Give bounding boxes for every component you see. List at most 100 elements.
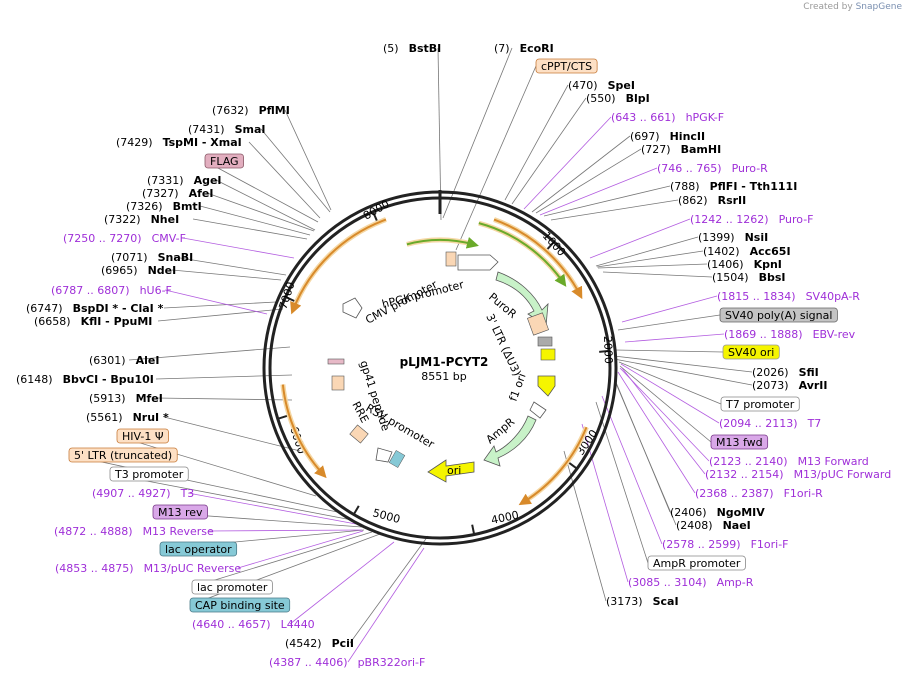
label-3-ltr: 3' LTR (ΔU3) <box>483 312 523 378</box>
feature-label-box <box>68 447 178 463</box>
scale-tick-label: 4000 <box>490 508 520 527</box>
leader-line <box>187 492 357 525</box>
label-scai: (3173)ScaI <box>606 595 679 608</box>
position-text: (5) <box>383 42 399 55</box>
label-snabi: (7071)SnaBI <box>111 251 193 264</box>
scale-tick <box>568 461 578 470</box>
name-text: AfeI <box>189 187 214 200</box>
leader-line <box>163 416 301 452</box>
label-puro-r: (746 .. 765)Puro-R <box>657 162 768 175</box>
leader-line <box>237 530 364 569</box>
ori-arrow <box>427 459 475 483</box>
label-m13-fwd: M13 fwd <box>710 434 769 450</box>
label-t3: (4907 .. 4927)T3 <box>92 487 194 500</box>
position-text: (2073) <box>752 379 789 392</box>
feature-label-text: SV40 ori <box>728 346 774 359</box>
label-avrii: (2073)AvrII <box>752 379 827 392</box>
name-text: AleI <box>136 354 160 367</box>
ampr-arrow <box>483 415 537 467</box>
name-text: Acc65I <box>750 245 791 258</box>
position-text: (6301) <box>89 354 126 367</box>
leader-line <box>613 358 753 386</box>
position-text: (7632) <box>212 104 249 117</box>
position-text: (788) <box>670 180 700 193</box>
label-kfli-ppumi: (6658)KflI - PpuMI <box>34 315 152 328</box>
name-text: EcoRI <box>520 42 554 55</box>
label-ngomiv: (2406)NgoMIV <box>670 506 765 519</box>
label-t3-promoter: T3 promoter <box>109 466 189 482</box>
name-text: HincII <box>670 130 706 143</box>
leader-line <box>284 109 332 211</box>
label-acc65i: (1402)Acc65I <box>703 245 791 258</box>
feature-label-text: T3 promoter <box>114 468 184 481</box>
leader-line <box>215 179 316 231</box>
name-text: NgoMIV <box>717 506 766 519</box>
feature-label-box <box>720 396 800 412</box>
leader-line <box>191 531 373 588</box>
leader-line <box>157 308 284 322</box>
label-kpni: (1406)KpnI <box>707 258 782 271</box>
label-cppt-cts: cPPT/CTS <box>535 58 598 74</box>
scale-tick <box>599 349 610 353</box>
position-text: (1504) <box>712 271 749 284</box>
leader-line <box>523 116 612 210</box>
feature-label-box <box>710 434 769 450</box>
name-text: NsiI <box>745 231 769 244</box>
name-text: M13/pUC Reverse <box>144 562 242 575</box>
position-text: (1815 .. 1834) <box>717 290 796 303</box>
label-spei: (470)SpeI <box>568 79 635 92</box>
name-text: BstBI <box>409 42 442 55</box>
name-text: AgeI <box>194 174 222 187</box>
position-text: (7327) <box>142 187 179 200</box>
leader-line <box>596 250 704 268</box>
position-text: (7431) <box>188 123 225 136</box>
label-ndei: (6965)NdeI <box>101 264 176 277</box>
position-text: (3085 .. 3104) <box>628 576 707 589</box>
ampr-orange-arc <box>518 426 588 506</box>
label-nhei: (7322)NheI <box>104 213 179 226</box>
name-text: M13 Reverse <box>143 525 214 538</box>
name-text: ScaI <box>653 595 679 608</box>
inner-glyphs <box>327 251 556 483</box>
label-rsrii: (862)RsrII <box>678 194 746 207</box>
label-t7: (2094 .. 2113)T7 <box>719 417 821 430</box>
leader-line <box>624 333 725 343</box>
position-text: (697) <box>630 130 660 143</box>
name-text: PciI <box>332 637 354 650</box>
feature-label-box <box>109 466 189 482</box>
name-text: M13 Forward <box>798 455 869 468</box>
label-bbvci-bpu10i: (6148)BbvCI - Bpu10I <box>16 373 154 386</box>
leader-line <box>248 141 321 219</box>
label-smai: (7431) SmaI <box>188 123 265 136</box>
label-agei: (7331)AgeI <box>147 174 222 187</box>
scale-tick <box>471 524 476 535</box>
label-sfii: (2026)SfiI <box>752 366 819 379</box>
name-text: CMV-F <box>152 232 186 245</box>
label-f1ori-f: (2578 .. 2599)F1ori-F <box>662 538 789 551</box>
ltr3-box <box>527 312 549 336</box>
leader-line <box>182 237 295 259</box>
leader-line <box>619 365 712 443</box>
snapgene-brand: SnapGene <box>855 2 902 12</box>
position-text: (2408) <box>676 519 713 532</box>
leader-line <box>531 135 631 213</box>
position-text: (4640 .. 4657) <box>192 618 271 631</box>
position-text: (1399) <box>698 231 735 244</box>
leader-line <box>504 84 569 201</box>
outer-labels: (5)BstBI(7)EcoRIcPPT/CTS(470)SpeI(550)Bl… <box>16 42 891 669</box>
name-text: MfeI <box>136 392 163 405</box>
name-text: SmaI <box>235 123 266 136</box>
position-text: (2094 .. 2113) <box>719 417 798 430</box>
name-text: EBV-rev <box>813 328 856 341</box>
feature-label-text: T7 promoter <box>725 398 795 411</box>
label-pflfi-tth111i: (788)PflFI - Tth111I <box>670 180 797 193</box>
scale-tick <box>285 296 296 303</box>
name-text: NruI * <box>133 411 169 424</box>
leader-line <box>550 199 679 221</box>
leader-line <box>347 547 425 663</box>
leader-line <box>68 454 343 514</box>
position-text: (2132 .. 2154) <box>705 468 784 481</box>
label-5-ltr-truncated: 5' LTR (truncated) <box>68 447 178 463</box>
hpgk-arc <box>406 237 479 249</box>
